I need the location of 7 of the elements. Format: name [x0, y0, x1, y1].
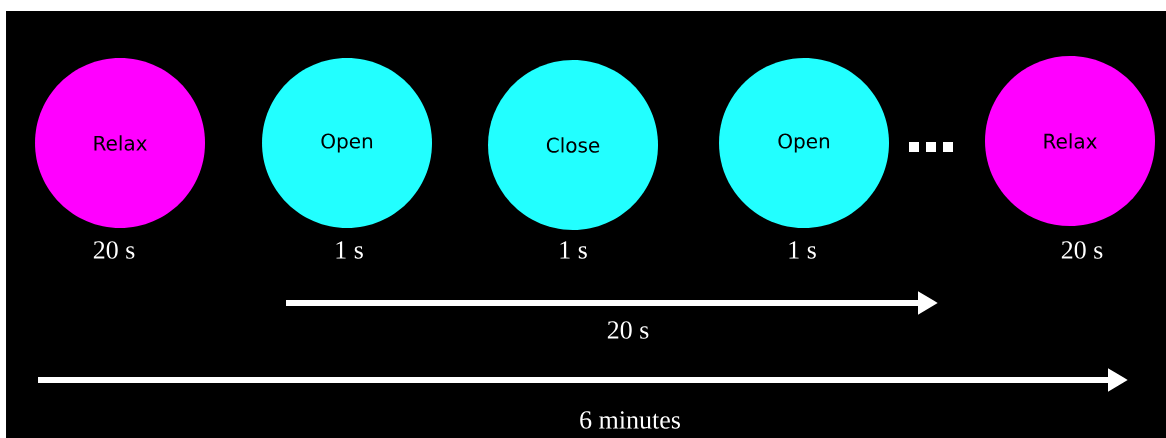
duration-label: 20 s	[607, 321, 649, 339]
duration-label: 1 s	[789, 241, 816, 259]
duration-label: 1 s	[560, 241, 587, 259]
duration-label: 20 s	[1061, 241, 1103, 259]
duration-label: 6 minutes	[580, 411, 680, 429]
duration-label: 1 s	[336, 241, 363, 259]
duration-label: 20 s	[93, 241, 135, 259]
